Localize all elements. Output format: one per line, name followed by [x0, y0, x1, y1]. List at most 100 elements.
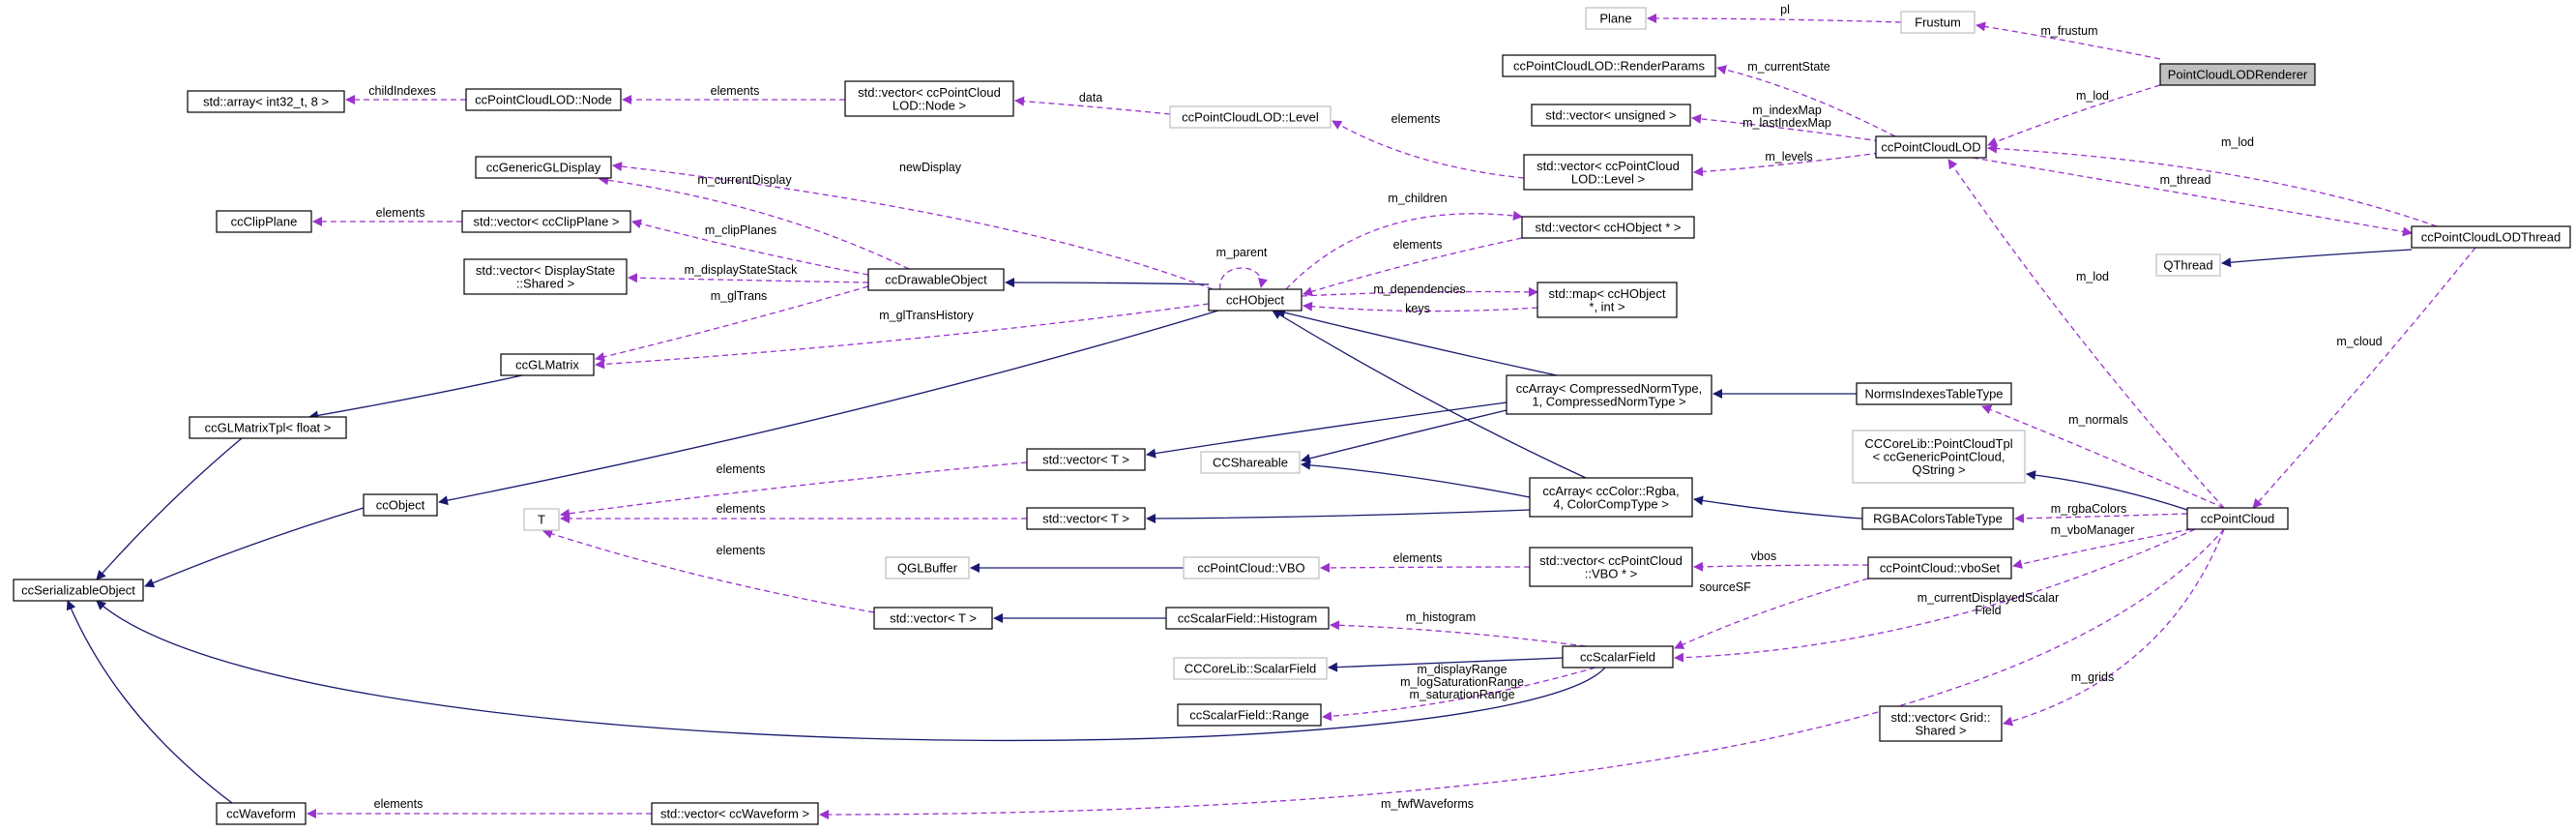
node-box [1852, 430, 2026, 484]
edge-label-VecT2-to-T: elements [717, 502, 766, 516]
node-VecUnsigned[interactable]: std::vector< unsigned > [1531, 104, 1691, 127]
node-box [1900, 11, 1976, 34]
edge-label-ccPointCloud-to-VecWaveform: m_fwfWaveforms [1381, 797, 1474, 811]
usage-edge-ccScalarField-to-Histogram [1330, 620, 1587, 647]
usage-edge-ccPointCloud-to-VecGrid [2003, 528, 2225, 727]
node-label: CCCoreLib::ScalarField [1185, 662, 1317, 676]
node-box [1521, 216, 1695, 239]
node-Array8[interactable]: std::array< int32_t, 8 > [187, 90, 345, 113]
node-ccClipPlane[interactable]: ccClipPlane [216, 210, 312, 233]
node-label: ccSerializableObject [21, 583, 135, 598]
node-label: RGBAColorsTableType [1873, 512, 2003, 526]
node-VecClipPlane[interactable]: std::vector< ccClipPlane > [461, 210, 631, 233]
node-LODNode[interactable]: ccPointCloudLOD::Node [465, 88, 622, 111]
node-ccDrawableObject[interactable]: ccDrawableObject [867, 268, 1005, 291]
node-VecGrid[interactable]: std::vector< Grid::Shared > [1879, 705, 2003, 742]
node-ccObject[interactable]: ccObject [363, 493, 438, 517]
node-label: ccArray< ccColor::Rgba, [1542, 484, 1679, 498]
node-ccGLMatrix[interactable]: ccGLMatrix [500, 353, 595, 376]
node-ccScalarField[interactable]: ccScalarField [1562, 645, 1674, 669]
edge-label-VecWaveform-to-ccWaveform: elements [374, 797, 424, 811]
node-box [216, 210, 312, 233]
node-RenderParams[interactable]: ccPointCloudLOD::RenderParams [1502, 54, 1716, 77]
node-Range[interactable]: ccScalarField::Range [1177, 703, 1322, 727]
node-CCShareable[interactable]: CCShareable [1200, 451, 1301, 474]
node-ccArrayRgba[interactable]: ccArray< ccColor::Rgba,4, ColorCompType … [1529, 477, 1693, 518]
node-box [475, 156, 612, 179]
node-ccPointCloudLODThread[interactable]: ccPointCloudLODThread [2411, 225, 2571, 249]
node-ccHObject[interactable]: ccHObject [1208, 288, 1303, 312]
node-box [2186, 507, 2289, 530]
node-MapHObject[interactable]: std::map< ccHObject*, int > [1537, 282, 1678, 318]
node-Level[interactable]: ccPointCloudLOD::Level [1169, 105, 1332, 129]
node-VecWaveform[interactable]: std::vector< ccWaveform > [651, 802, 819, 825]
node-RGBAColorsTableType[interactable]: RGBAColorsTableType [1861, 507, 2014, 530]
node-NormsIndexesTableType[interactable]: NormsIndexesTableType [1856, 382, 2012, 405]
node-label: ::Shared > [516, 276, 574, 290]
node-box [1173, 657, 1328, 680]
edge-label-ccDrawableObject-to-ccGLMatrix: m_glTrans [711, 289, 768, 303]
node-box [1861, 507, 2014, 530]
node-VecT2[interactable]: std::vector< T > [1026, 507, 1146, 530]
node-ccPointCloud[interactable]: ccPointCloud [2186, 507, 2289, 530]
node-CCCoreLibScalarField[interactable]: CCCoreLib::ScalarField [1173, 657, 1328, 680]
node-box [463, 258, 628, 295]
node-VecDisplayState[interactable]: std::vector< DisplayState::Shared > [463, 258, 628, 295]
edge-label-ccDrawableObject-to-VecClipPlane: m_clipPlanes [705, 223, 776, 237]
usage-edge-ccPointCloudLODThread-to-ccPointCloudLOD [1987, 143, 2438, 227]
node-label: ccScalarField::Range [1189, 708, 1309, 723]
node-VecT1[interactable]: std::vector< T > [1026, 448, 1146, 471]
node-box [1506, 374, 1712, 415]
node-label: 4, ColorCompType > [1553, 496, 1669, 511]
node-label: < ccGenericPointCloud, [1873, 450, 2005, 464]
node-VecHObject[interactable]: std::vector< ccHObject * > [1521, 216, 1695, 239]
node-box [2155, 253, 2221, 277]
inheritance-edge-ccArrayRgba-to-CCShareable [1301, 460, 1531, 498]
usage-edge-ccPointCloud-to-ccPointCloudLOD [1947, 159, 2225, 509]
node-ccArrayNorm[interactable]: ccArray< CompressedNormType,1, Compresse… [1506, 374, 1712, 415]
node-ccGLMatrixTpl[interactable]: ccGLMatrixTpl< float > [189, 416, 347, 439]
node-VecT3[interactable]: std::vector< T > [873, 607, 993, 630]
node-box [1537, 282, 1678, 318]
node-box [1026, 507, 1146, 530]
usage-edge-ccPointCloudLOD-to-VecLevel [1693, 152, 1881, 177]
inheritance-edge-ccHObject-to-ccObject [438, 310, 1219, 506]
edge-label-ccHObject-to-ccGLMatrix: m_glTransHistory [879, 309, 974, 322]
edge-label-PointCloudLODRenderer-to-Frustum: m_frustum [2040, 24, 2097, 38]
node-Histogram[interactable]: ccScalarField::Histogram [1165, 607, 1330, 630]
node-label: std::map< ccHObject [1548, 286, 1665, 301]
node-label: ccPointCloud [2201, 512, 2275, 526]
node-VecNode[interactable]: std::vector< ccPointCloudLOD::Node > [844, 80, 1014, 117]
node-label: Shared > [1915, 723, 1966, 737]
inheritance-edge-ccObject-to-ccSerializableObject [144, 507, 365, 588]
node-ccWaveform[interactable]: ccWaveform [216, 802, 307, 825]
usage-edge-ccPointCloud-to-vboSet [2012, 528, 2192, 569]
node-QThread[interactable]: QThread [2155, 253, 2221, 277]
node-VecLevel[interactable]: std::vector< ccPointCloudLOD::Level > [1523, 154, 1693, 191]
usage-edge-ccHObject-to-MapHObject [1301, 286, 1538, 297]
node-VBO[interactable]: ccPointCloud::VBO [1183, 556, 1320, 579]
node-ccPointCloudLOD[interactable]: ccPointCloudLOD [1875, 135, 1987, 159]
usage-edge-Level-to-VecNode [1014, 96, 1171, 115]
usage-edge-PointCloudLODRenderer-to-ccPointCloudLOD [1987, 84, 2161, 147]
inheritance-edge-ccGLMatrix-to-ccGLMatrixTpl [308, 374, 523, 421]
edge-label-ccDrawableObject-to-ccGenericGLDisplay: m_currentDisplay [697, 173, 792, 187]
node-ccGenericGLDisplay[interactable]: ccGenericGLDisplay [475, 156, 612, 179]
node-Plane[interactable]: Plane [1585, 7, 1647, 30]
node-box [1502, 54, 1716, 77]
node-Frustum[interactable]: Frustum [1900, 11, 1976, 34]
inheritance-edge-ccArrayNorm-to-CCShareable [1301, 409, 1508, 463]
node-box [1562, 645, 1674, 669]
node-box [363, 493, 438, 517]
node-QGLBuffer[interactable]: QGLBuffer [885, 556, 970, 579]
node-vboSet[interactable]: ccPointCloud::vboSet [1867, 556, 2012, 579]
node-label: std::vector< ccPointCloud [1539, 553, 1683, 568]
edge-label-ccPointCloudLOD-to-VecLevel: m_levels [1765, 150, 1812, 163]
edge-label-ccPointCloudLOD-to-RenderParams: m_currentState [1747, 60, 1830, 74]
node-label: ::VBO * > [1585, 566, 1638, 580]
node-VecVBO[interactable]: std::vector< ccPointCloud::VBO * > [1529, 547, 1693, 587]
node-T[interactable]: T [523, 508, 560, 531]
node-box [873, 607, 993, 630]
node-CCCoreLibPointCloudTpl[interactable]: CCCoreLib::PointCloudTpl< ccGenericPoint… [1852, 430, 2026, 484]
node-ccSerializableObject[interactable]: ccSerializableObject [13, 579, 144, 602]
